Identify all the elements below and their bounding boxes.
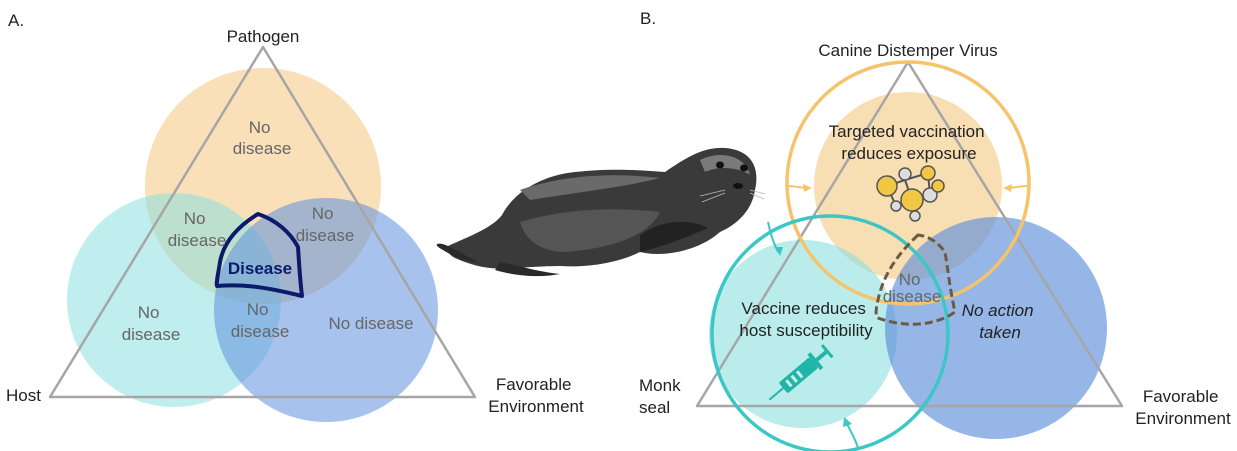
panel-a: A. No disease No disease No disease Dise… [6, 11, 584, 422]
vertex-environment-label-b: Favorable Environment [1135, 387, 1231, 428]
vertex-pathogen-label-b: Canine Distemper Virus [818, 41, 997, 60]
vertex-environment-label: Favorable Environment [488, 375, 584, 416]
vertex-host-label-b: Monk seal [639, 376, 685, 417]
disease-label: Disease [228, 259, 292, 278]
panel-b-letter: B. [640, 9, 656, 28]
vertex-pathogen-label: Pathogen [227, 27, 300, 46]
panel-b: B. Targeted vaccination reduces exposure… [639, 9, 1231, 451]
region-environment-label: No disease [328, 314, 413, 333]
vertex-host-label: Host [6, 386, 41, 405]
seal-illustration [437, 148, 765, 276]
panel-a-letter: A. [8, 11, 24, 30]
